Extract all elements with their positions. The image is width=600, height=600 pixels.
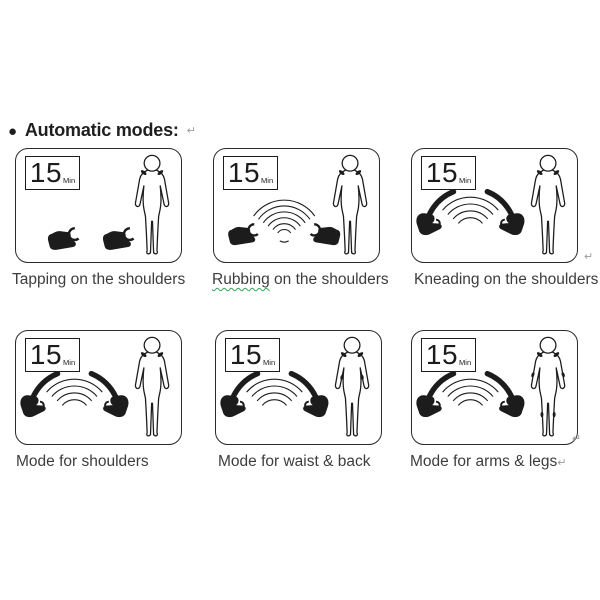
- vibration-waves-icon: [442, 378, 499, 406]
- duration-unit: Min: [263, 358, 276, 367]
- duration-value: 15: [425, 157, 459, 188]
- duration-unit: Min: [261, 176, 274, 185]
- panel-rubbing-shoulders: 15 Min: [213, 148, 380, 263]
- spellcheck-flagged-word: Rubbing: [212, 271, 270, 288]
- vibration-waves-icon: [246, 378, 303, 406]
- massager-icon: [102, 394, 130, 419]
- massager-icon: [101, 227, 135, 252]
- return-mark-icon: ↵: [557, 457, 567, 469]
- duration-box: 15 Min: [225, 338, 280, 372]
- human-figure-icon: [134, 154, 170, 255]
- massager-icon: [219, 394, 247, 419]
- bullet-icon: ●: [8, 123, 17, 140]
- caption-mode-arms-legs: Mode for arms & legs↵: [410, 453, 567, 471]
- human-figure-icon: [334, 336, 370, 437]
- human-figure-icon: [530, 336, 566, 437]
- panel-kneading-shoulders: 15 Min: [411, 148, 578, 263]
- human-figure-icon: [530, 154, 566, 255]
- duration-unit: Min: [63, 176, 76, 185]
- caption-mode-waist-back: Mode for waist & back: [218, 453, 371, 470]
- duration-unit: Min: [459, 176, 472, 185]
- caption-rubbing-rest: on the shoulders: [269, 271, 389, 288]
- vibration-waves-icon: [46, 378, 103, 406]
- caption-mode-arms-legs-text: Mode for arms & legs: [410, 453, 558, 470]
- duration-box: 15 Min: [421, 338, 476, 372]
- section-heading-label: Automatic modes:: [24, 120, 179, 140]
- caption-mode-shoulders: Mode for shoulders: [16, 453, 149, 470]
- vibration-waves-icon: [253, 199, 316, 243]
- return-mark-icon: ↵: [186, 125, 196, 137]
- duration-box: 15 Min: [421, 156, 476, 190]
- massager-icon: [302, 394, 330, 419]
- massager-icon: [415, 212, 443, 237]
- panel-mode-arms-legs: 15 Min: [411, 330, 578, 445]
- duration-box: 15 Min: [223, 156, 278, 190]
- caption-tapping: Tapping on the shoulders: [12, 271, 186, 288]
- massager-icon: [19, 394, 47, 419]
- duration-box: 15 Min: [25, 156, 80, 190]
- human-figure-icon: [134, 336, 170, 437]
- duration-value: 15: [425, 339, 459, 370]
- massager-icon: [498, 394, 526, 419]
- duration-value: 15: [29, 157, 63, 188]
- section-heading: ● Automatic modes: ↵: [8, 120, 196, 141]
- caption-rubbing: Rubbing on the shoulders: [212, 271, 389, 289]
- duration-unit: Min: [63, 358, 76, 367]
- return-mark-icon: ↵: [572, 433, 582, 445]
- duration-box: 15 Min: [25, 338, 80, 372]
- duration-value: 15: [227, 157, 261, 188]
- duration-unit: Min: [459, 358, 472, 367]
- massager-icon: [309, 223, 342, 247]
- massager-icon: [498, 212, 526, 237]
- caption-kneading: Kneading on the shoulders: [414, 271, 599, 288]
- massager-icon: [46, 227, 80, 252]
- panel-tapping-shoulders: 15 Min: [15, 148, 182, 263]
- duration-value: 15: [229, 339, 263, 370]
- vibration-waves-icon: [442, 196, 499, 224]
- panel-mode-shoulders: 15 Min: [15, 330, 182, 445]
- duration-value: 15: [29, 339, 63, 370]
- return-mark-icon: ↵: [584, 251, 594, 263]
- panel-mode-waist-back: 15 Min: [215, 330, 382, 445]
- massager-icon: [415, 394, 443, 419]
- massager-icon: [226, 223, 260, 247]
